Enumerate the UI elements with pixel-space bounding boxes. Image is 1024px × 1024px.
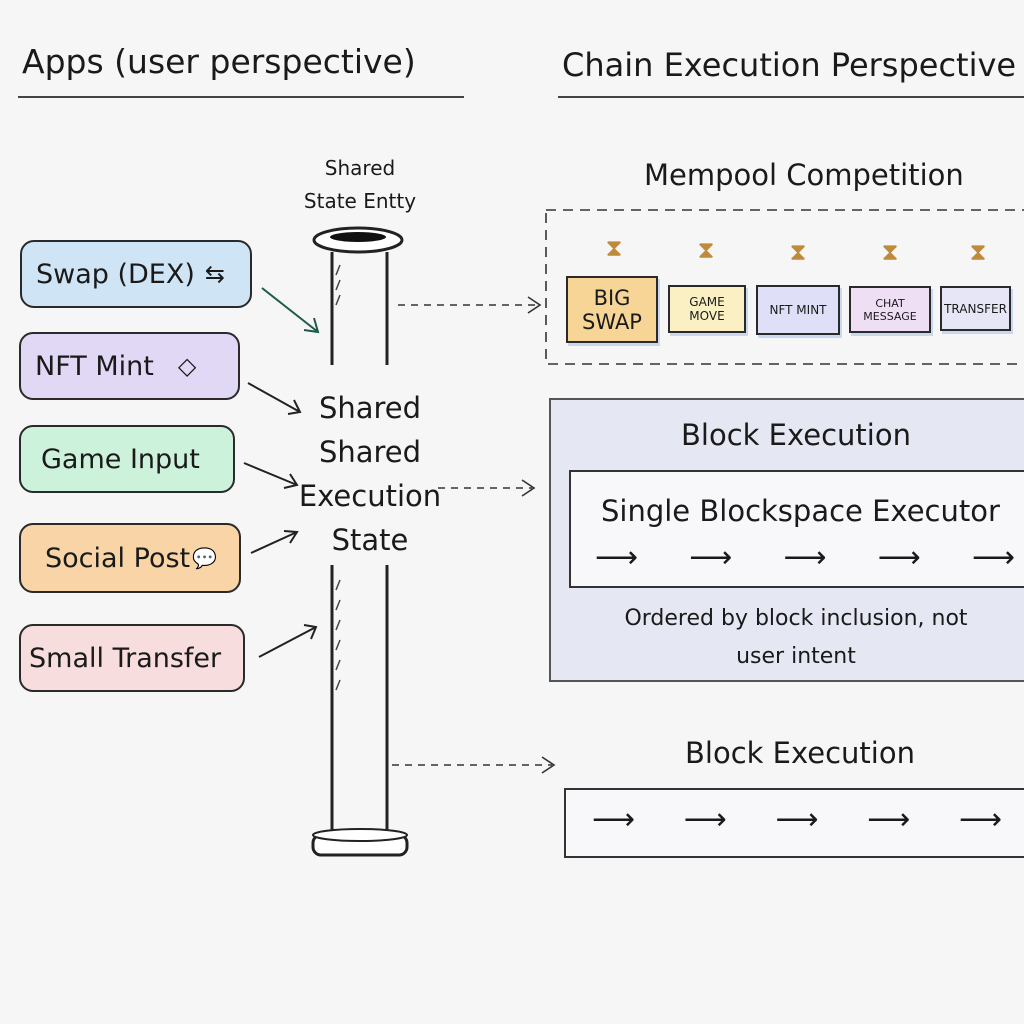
right-title-underline (558, 96, 1024, 98)
tx-transfer: TRANSFER (940, 286, 1011, 331)
tx-nft-mint: NFT MINT (756, 285, 840, 335)
app-small-transfer: Small Transfer (19, 624, 245, 692)
right-title: Chain Execution Perspective (562, 46, 1017, 84)
arrow-right-icon: ⟶ (595, 540, 639, 575)
arrow-right-icon: ⟶ (877, 540, 921, 575)
arrow-right-icon: ⟶ (783, 540, 827, 575)
block-execution-panel: Block Execution Single Blockspace Execut… (549, 398, 1024, 682)
pillar-center-line: Execution (298, 479, 442, 513)
pillar-center-line: Shared (318, 391, 422, 425)
arrow-right-icon: ⟶ (958, 802, 1002, 837)
tx-game-move: GAME MOVE (668, 285, 746, 333)
tx-big-swap: BIG SWAP (566, 276, 658, 343)
caption-line2: user intent (736, 644, 856, 669)
arrow-right-icon: ⟶ (689, 540, 733, 575)
block-execution-title-2: Block Execution (685, 736, 915, 770)
execution-arrows: ⟶ ⟶ ⟶ ⟶ ⟶ (592, 802, 1002, 837)
app-label: Social Post (45, 542, 191, 574)
app-label: Game Input (41, 443, 200, 475)
diamond-icon: ◇ (177, 352, 197, 380)
app-swap-dex: Swap (DEX) ⇆ (20, 240, 252, 308)
hourglass-icon: ⧗ (789, 238, 807, 266)
execution-arrows: ⟶ ⟶ ⟶ ⟶ ⟶ (595, 540, 1015, 575)
left-title: Apps (user perspective) (22, 42, 416, 81)
pillar-center-label: Shared Shared Execution State (290, 386, 450, 562)
caption-line1: Ordered by block inclusion, not (624, 606, 968, 631)
app-game-input: Game Input (19, 425, 235, 493)
arrow-right-icon: ⟶ (867, 802, 911, 837)
left-title-underline (18, 96, 464, 98)
app-social-post: Social Post 💬 (19, 523, 241, 593)
hourglass-icon: ⧗ (697, 236, 715, 264)
hourglass-icon: ⧗ (881, 238, 899, 266)
app-label: NFT Mint (35, 350, 154, 382)
app-label: Small Transfer (29, 642, 222, 674)
block-execution-lane: ⟶ ⟶ ⟶ ⟶ ⟶ (564, 788, 1024, 858)
swap-arrows-icon: ⇆ (204, 260, 226, 288)
pillar-top-label-line1: Shared (324, 156, 396, 180)
app-label: Swap (DEX) (36, 258, 195, 290)
mempool-title: Mempool Competition (644, 158, 964, 192)
arrow-right-icon: ⟶ (592, 802, 636, 837)
pillar-center-line: State (331, 523, 409, 557)
executor-label: Single Blockspace Executor (601, 494, 1000, 528)
app-nft-mint: NFT Mint ◇ (19, 332, 240, 400)
hourglass-icon: ⧗ (605, 234, 623, 262)
arrow-right-icon: ⟶ (971, 540, 1015, 575)
arrow-right-icon: ⟶ (683, 802, 727, 837)
hourglass-icon: ⧗ (969, 238, 987, 266)
single-blockspace-executor: Single Blockspace Executor ⟶ ⟶ ⟶ ⟶ ⟶ (569, 470, 1024, 588)
block-execution-title: Block Execution (681, 418, 911, 452)
pillar-center-line: Shared (318, 435, 422, 469)
tx-chat-message: CHAT MESSAGE (849, 286, 931, 333)
pillar-top-label-line2: State Entty (303, 189, 417, 213)
speech-bubble-icon: 💬 (192, 546, 218, 570)
block-caption: Ordered by block inclusion, not user int… (551, 600, 1024, 676)
arrow-right-icon: ⟶ (775, 802, 819, 837)
pillar-top-label: Shared State Entty (290, 152, 430, 218)
